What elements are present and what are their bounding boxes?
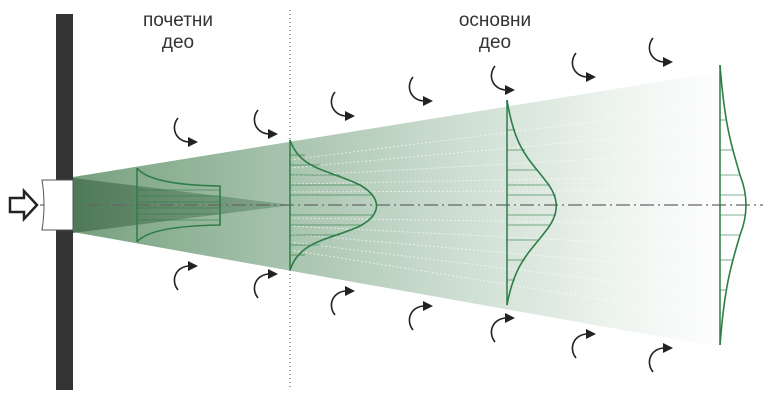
- jet-cone: [73, 65, 763, 355]
- velocity-profile-2: [289, 139, 378, 271]
- initial-part-label: почетни део: [118, 10, 238, 54]
- curved-arrow-icon: [648, 37, 673, 67]
- curved-arrow-icon: [330, 286, 355, 316]
- curved-arrow-icon: [253, 269, 278, 299]
- main-part-label: основни део: [440, 10, 550, 54]
- curved-arrow-icon: [408, 76, 433, 106]
- curved-arrow-icon: [648, 343, 673, 373]
- main-part-label-line1: основни: [458, 10, 532, 31]
- velocity-profile-4: [719, 64, 747, 346]
- velocity-profile-3: [506, 99, 558, 306]
- curved-arrow-icon: [490, 313, 515, 343]
- curved-arrow-icon: [330, 91, 355, 121]
- initial-part-label-line1: почетни: [142, 10, 214, 31]
- hollow-right-arrow-icon: [8, 187, 39, 223]
- initial-part-label-line2: део: [161, 32, 195, 53]
- curved-arrow-icon: [408, 301, 433, 331]
- nozzle-opening: [41, 179, 74, 231]
- curved-arrow-icon: [173, 117, 198, 147]
- main-part-label-line2: део: [478, 32, 512, 53]
- curved-arrow-icon: [173, 261, 198, 291]
- curved-arrow-icon: [490, 65, 515, 95]
- potential-core: [73, 178, 292, 233]
- curved-arrow-icon: [571, 329, 596, 359]
- curved-arrow-icon: [571, 52, 596, 82]
- curved-arrow-icon: [253, 109, 278, 139]
- velocity-profile-1: [136, 167, 221, 243]
